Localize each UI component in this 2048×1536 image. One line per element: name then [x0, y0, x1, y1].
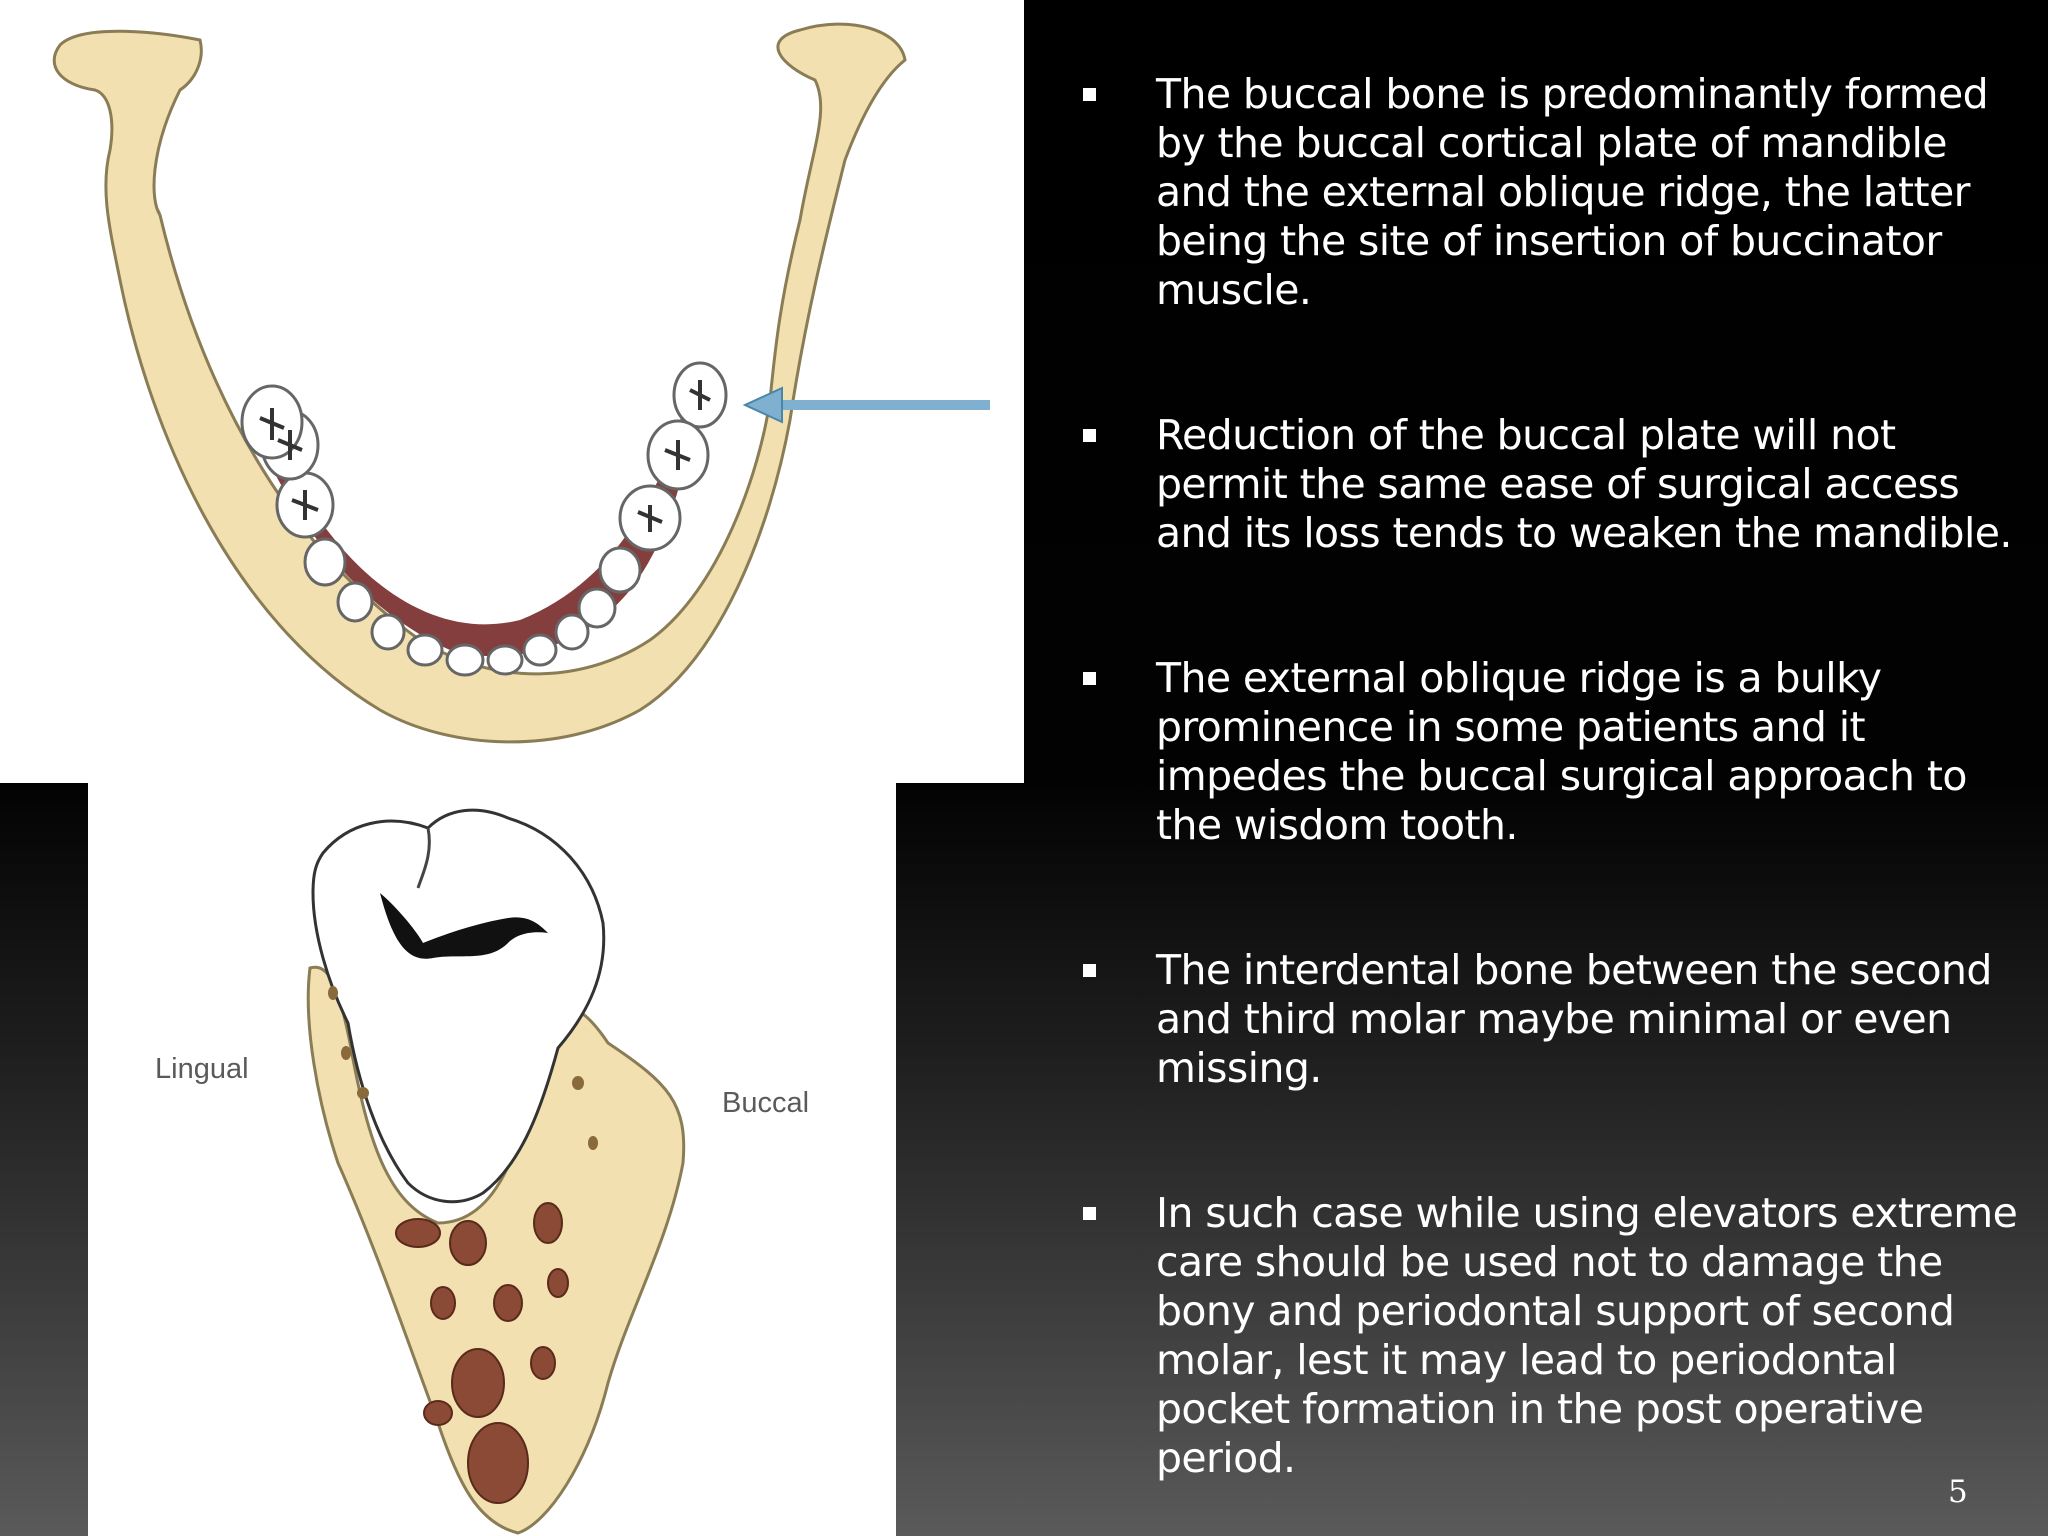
tooth-canine-left — [370, 613, 406, 651]
bullet-item: The buccal bone is predominantly formed … — [1080, 70, 2030, 315]
mandible-illustration — [52, 22, 990, 744]
tooth-premolar-right-2 — [577, 587, 617, 629]
mandible-body — [52, 22, 907, 744]
bullet-text: The interdental bone between the second … — [1156, 946, 1992, 1092]
tooth-incisor-left-1 — [445, 643, 485, 677]
tooth-incisor-right-1 — [522, 633, 558, 667]
marrow-spaces — [395, 1202, 569, 1504]
bullet-square-icon — [1083, 1207, 1096, 1220]
buccal-arrow — [742, 386, 990, 424]
bullet-square-icon — [1083, 88, 1096, 101]
tooth-fissure — [416, 827, 431, 889]
mandible-figure-panel — [0, 0, 1024, 783]
bullet-square-icon — [1083, 964, 1096, 977]
buccal-label: Buccal — [722, 1087, 810, 1119]
bullet-text: The external oblique ridge is a bulky pr… — [1156, 654, 1967, 849]
bullet-item: The interdental bone between the second … — [1080, 946, 2030, 1093]
cortical-dots — [328, 986, 598, 1150]
tooth-premolar-left-1 — [336, 581, 374, 623]
tooth-premolar-right-1 — [598, 546, 642, 594]
tooth-incisor-right-2 — [486, 644, 524, 676]
tooth-cross-section-illustration — [306, 808, 686, 1535]
pulp-chamber — [380, 893, 548, 959]
tooth-canine-right — [554, 613, 590, 651]
bullet-text: Reduction of the buccal plate will not p… — [1156, 411, 2012, 557]
tooth-premolar-left-2 — [303, 537, 347, 587]
bullet-text: The buccal bone is predominantly formed … — [1156, 70, 1989, 314]
bullet-square-icon — [1083, 672, 1096, 685]
bullet-item: In such case while using elevators extre… — [1080, 1189, 2030, 1483]
bullet-text: In such case while using elevators extre… — [1156, 1189, 2018, 1482]
tooth-incisor-left-2 — [406, 633, 444, 667]
bullet-square-icon — [1083, 429, 1096, 442]
page-number: 5 — [1948, 1474, 1968, 1510]
lingual-label: Lingual — [155, 1053, 249, 1085]
bullet-item: Reduction of the buccal plate will not p… — [1080, 411, 2030, 558]
occlusal-marks — [259, 380, 711, 532]
tooth-cross-section-panel — [88, 783, 896, 1536]
bullet-list: The buccal bone is predominantly formed … — [1080, 70, 2030, 1483]
bullet-item: The external oblique ridge is a bulky pr… — [1080, 654, 2030, 850]
alveolar-bone — [306, 965, 686, 1535]
